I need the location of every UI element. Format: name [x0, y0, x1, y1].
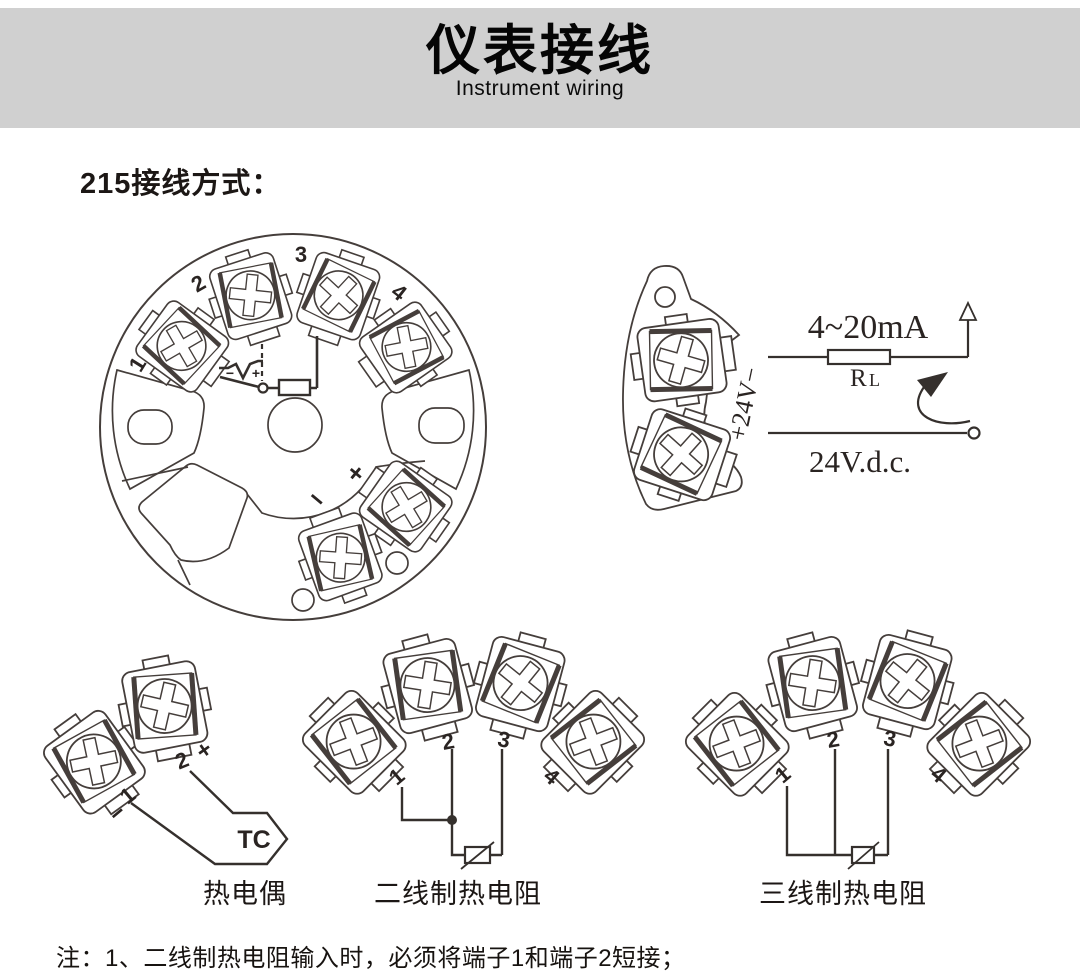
- head-output-minus-label: −: [302, 483, 333, 516]
- tc-sensor-label: TC: [237, 826, 270, 854]
- right-mount-slot: [418, 407, 465, 444]
- rtd2-terminal-label-3: 3: [496, 726, 512, 753]
- head-outer-circle: [99, 233, 487, 621]
- head-terminal-label-2: 2: [187, 270, 210, 298]
- head-terminal-label-3: 3: [295, 242, 307, 267]
- supply-label: 24V.d.c.: [809, 444, 911, 479]
- terminal-head-diagram: 1 2 3 4 + − − +: [99, 233, 487, 621]
- loop-circuit-diagram: +24V− 4~20mA R L 24V.d.c.: [621, 265, 981, 514]
- rtd2-example-diagram: 1 2 3 4: [287, 624, 660, 870]
- sensor-plus-label: +: [252, 365, 260, 381]
- left-mount-slot: [127, 409, 173, 445]
- supply-node: [967, 426, 981, 440]
- output-arrow: [958, 300, 978, 321]
- right-wing: [381, 368, 475, 491]
- page-subtitle: Instrument wiring: [455, 77, 625, 101]
- rtd3-wires: [785, 749, 890, 870]
- left-wing: [111, 368, 205, 491]
- tc-plus-label: +: [191, 735, 218, 765]
- footnote: 注：1、二线制热电阻输入时，必须将端子1和端子2短接；: [56, 945, 686, 972]
- load-r-label: R: [850, 365, 867, 392]
- section-heading: 215接线方式：: [80, 168, 282, 200]
- rtd3-terminal-label-3: 3: [882, 725, 898, 752]
- screw-hole-right: [385, 551, 409, 575]
- rtd3-example-diagram: 1 2 3 4: [670, 622, 1046, 870]
- rtd2-terminal-label-2: 2: [440, 728, 456, 755]
- loop-direction-arrowhead: [917, 372, 948, 397]
- rtd2-caption: 二线制热电阻: [374, 879, 542, 909]
- page-title: 仪表接线: [426, 21, 654, 81]
- load-resistor: [826, 348, 892, 366]
- center-hole: [267, 397, 323, 453]
- header-banner: 仪表接线 Instrument wiring: [0, 8, 1080, 128]
- wiring-diagram: 1 2 3 4 + − − + +24V−: [0, 233, 1080, 870]
- terminal-screw: [626, 308, 740, 411]
- rtd3-terminal-label-1: 1: [770, 761, 795, 788]
- current-range-label: 4~20mA: [808, 309, 929, 346]
- tc-caption: 热电偶: [203, 879, 287, 909]
- wedge-hole: [654, 286, 676, 308]
- head-terminal-label-4: 4: [387, 279, 413, 307]
- tc-example-diagram: 1 − 2 + TC: [29, 649, 289, 866]
- load-r-subscript: L: [869, 370, 880, 390]
- rtd3-caption: 三线制热电阻: [759, 879, 927, 909]
- loop-wires: [768, 300, 981, 440]
- loop-direction-arc: [917, 386, 971, 425]
- rtd2-terminal-label-1: 1: [384, 763, 409, 790]
- screw-hole-left: [291, 588, 315, 612]
- rtd3-terminal-label-2: 2: [825, 726, 841, 753]
- tc-sensor-plug: [130, 770, 289, 866]
- head-cutout: [138, 462, 249, 563]
- rtd2-wires: [400, 749, 504, 870]
- supply-polarity-label: +24V−: [723, 365, 767, 444]
- sensor-minus-label: −: [226, 365, 234, 381]
- head-internal-wiring: − +: [219, 336, 319, 397]
